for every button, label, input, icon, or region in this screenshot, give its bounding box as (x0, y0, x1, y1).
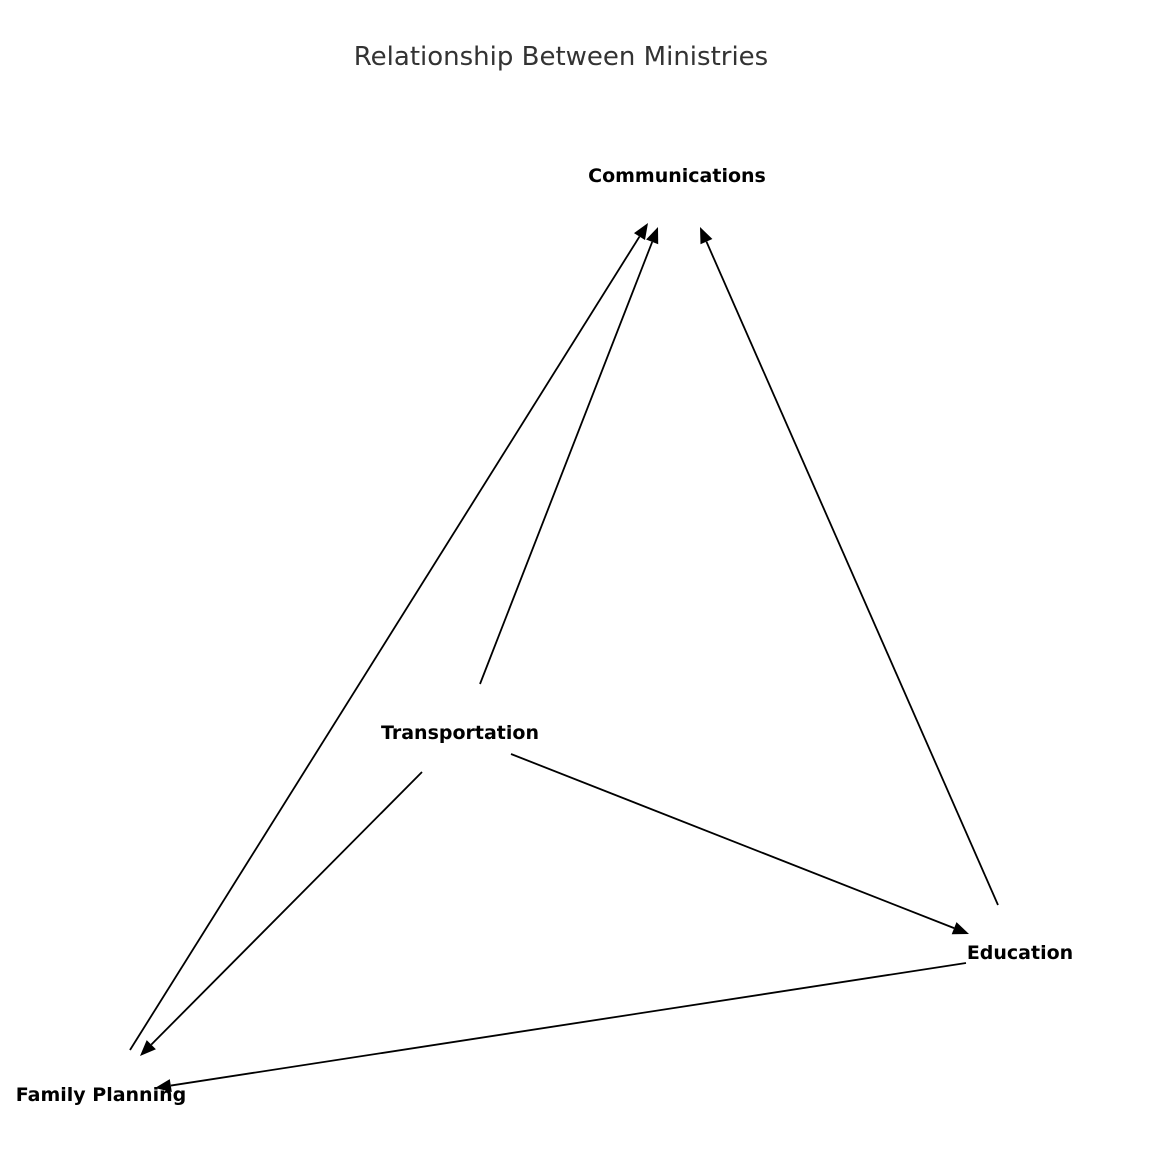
node-label-family-planning: Family Planning (16, 1084, 186, 1106)
edge-education-to-family-planning (170, 962, 967, 1087)
arrowhead-transportation-to-education (951, 922, 969, 935)
arrowhead-transportation-to-communications (646, 227, 659, 245)
node-label-communications: Communications (588, 165, 766, 187)
arrowhead-transportation-to-family-planning (140, 1040, 156, 1056)
arrowhead-education-to-family-planning (155, 1079, 172, 1092)
edge-transportation-to-communications (479, 241, 654, 685)
edge-education-to-communications (705, 241, 999, 906)
edges-layer (129, 223, 999, 1092)
node-label-transportation: Transportation (381, 722, 539, 744)
edge-transportation-to-education (510, 753, 955, 929)
diagram-title: Relationship Between Ministries (353, 42, 769, 72)
arrowhead-education-to-communications (700, 227, 713, 245)
arrowhead-family-planning-to-communications (634, 223, 648, 240)
edge-family-planning-to-communications (129, 236, 641, 1051)
nodes-layer: CommunicationsTransportationEducationFam… (16, 165, 1073, 1106)
edge-transportation-to-family-planning (150, 771, 423, 1046)
node-label-education: Education (967, 942, 1073, 964)
